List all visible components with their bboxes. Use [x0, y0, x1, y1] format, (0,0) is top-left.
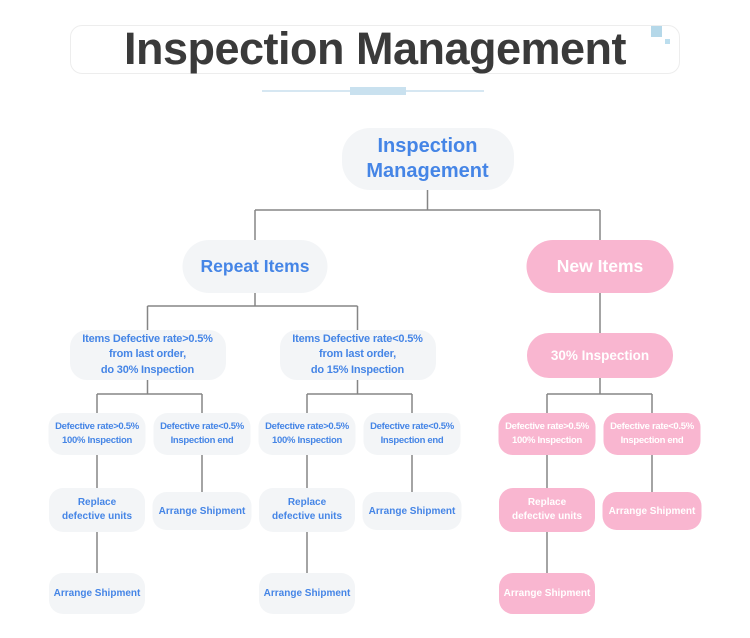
- node-arrange-shipment-final-a: Arrange Shipment: [49, 573, 145, 614]
- node-defective-low-b: Defective rate<0.5% Inspection end: [363, 413, 461, 455]
- node-repeat-defective-low: Items Defective rate<0.5% from last orde…: [279, 330, 436, 380]
- node-arrange-shipment-new: Arrange Shipment: [602, 492, 702, 530]
- node-replace-units-new: Replace defective units: [499, 488, 595, 532]
- decor-square-icon: [651, 26, 662, 37]
- node-arrange-shipment-final-new: Arrange Shipment: [499, 573, 595, 614]
- title-underline-accent: [350, 87, 406, 95]
- node-defective-low-new: Defective rate<0.5% Inspection end: [603, 413, 701, 455]
- node-repeat-items: Repeat Items: [182, 240, 328, 293]
- page-title: Inspection Management: [123, 23, 627, 74]
- node-replace-units-a: Replace defective units: [49, 488, 145, 532]
- node-new-30-inspection: 30% Inspection: [527, 333, 673, 378]
- node-repeat-defective-high: Items Defective rate>0.5% from last orde…: [69, 330, 226, 380]
- decor-square-small-icon: [665, 39, 670, 44]
- node-replace-units-b: Replace defective units: [259, 488, 355, 532]
- node-arrange-shipment-b: Arrange Shipment: [362, 492, 462, 530]
- node-defective-low-a: Defective rate<0.5% Inspection end: [153, 413, 251, 455]
- node-defective-high-b: Defective rate>0.5% 100% Inspection: [258, 413, 356, 455]
- node-defective-high-a: Defective rate>0.5% 100% Inspection: [48, 413, 146, 455]
- header-card: [70, 25, 680, 74]
- node-new-items: New Items: [526, 240, 674, 293]
- node-defective-high-new: Defective rate>0.5% 100% Inspection: [498, 413, 596, 455]
- node-arrange-shipment-final-b: Arrange Shipment: [259, 573, 355, 614]
- node-root: Inspection Management: [341, 128, 514, 190]
- node-arrange-shipment-a: Arrange Shipment: [152, 492, 252, 530]
